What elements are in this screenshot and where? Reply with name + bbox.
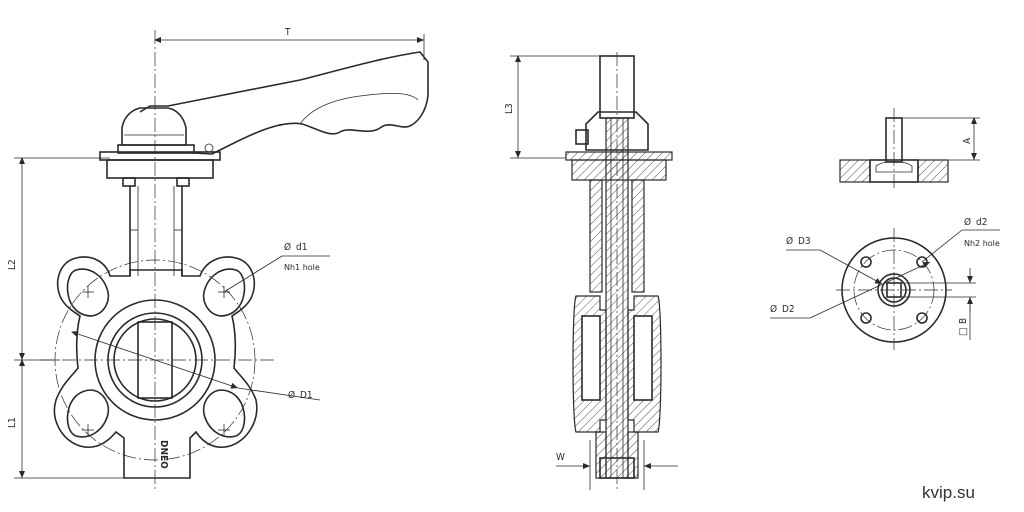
bolt-left xyxy=(122,177,136,187)
flange-section-right xyxy=(917,159,949,183)
leader-d3 xyxy=(819,249,883,285)
d2-symbol: Ø xyxy=(964,216,971,228)
side-view: L3 W xyxy=(504,52,678,490)
top-plate-body xyxy=(106,159,214,179)
flange-section-left xyxy=(839,159,871,183)
seat-right xyxy=(633,315,653,401)
gear-plate xyxy=(117,144,195,154)
label-D3: D3 xyxy=(798,236,811,247)
lug-hole-bl xyxy=(66,389,110,438)
lever-edge xyxy=(299,92,419,125)
label-D1: D1 xyxy=(300,390,313,401)
watermark: kvip.su xyxy=(922,483,975,502)
lever-handle xyxy=(139,51,429,155)
label-w: W xyxy=(556,452,565,463)
leader-d1 xyxy=(223,255,283,293)
label-l2: L2 xyxy=(7,259,18,270)
lug-hole-br xyxy=(202,389,246,438)
bottom-plug xyxy=(599,457,635,479)
handle-head xyxy=(121,107,187,146)
label-t: T xyxy=(284,27,291,38)
stem xyxy=(605,117,629,479)
bottom-wall-right xyxy=(627,431,639,479)
seat-left xyxy=(581,315,601,401)
flange-boss xyxy=(875,161,913,173)
valve-body xyxy=(53,256,258,479)
label-a: A xyxy=(962,137,973,144)
front-view: DNEO T L2 L1 Ø d1 Nh1 hole Ø D1 xyxy=(7,27,429,490)
flange-shaft xyxy=(885,117,903,163)
flange-top-detail: Ø D3 Ø D2 Ø d2 Nh2 hole □ B xyxy=(770,216,1000,350)
D2-symbol: Ø xyxy=(770,303,777,315)
bottom-wall-left xyxy=(595,431,607,479)
lug-hole-tr xyxy=(202,268,246,317)
label-d2: d2 xyxy=(976,217,987,228)
label-b: B xyxy=(958,318,969,324)
flange-center xyxy=(869,159,919,183)
brand-label: DNEO xyxy=(158,440,169,469)
leader-d2-small xyxy=(921,229,963,263)
label-D2: D2 xyxy=(782,304,795,315)
label-n2: Nh2 hole xyxy=(964,239,1000,248)
bolt-right xyxy=(176,177,190,187)
d1-symbol: Ø xyxy=(284,241,291,253)
flange-boss-inner xyxy=(881,277,907,303)
label-l1: L1 xyxy=(7,417,18,428)
lock-pin xyxy=(204,143,214,153)
flange-square xyxy=(886,282,902,298)
lug-hole-tl xyxy=(66,268,110,317)
D3-symbol: Ø xyxy=(786,235,793,247)
flange-side-detail: A xyxy=(839,108,980,190)
neck-wall-left xyxy=(589,179,603,293)
shaft-head xyxy=(585,111,649,151)
dim-d1 xyxy=(71,331,239,389)
flange-outline xyxy=(841,237,947,343)
leader-d1-big xyxy=(237,387,321,401)
label-n1: Nh1 hole xyxy=(284,263,320,272)
neck-wall-right xyxy=(631,179,645,293)
B-symbol: □ xyxy=(958,327,969,336)
label-l3: L3 xyxy=(504,103,515,114)
lug-holes xyxy=(66,268,246,438)
label-d1: d1 xyxy=(296,242,307,253)
flange-boss-circle xyxy=(877,273,911,307)
flange-bolt-circle xyxy=(853,249,935,331)
D1-symbol: Ø xyxy=(288,389,295,401)
dim-d2 xyxy=(809,261,931,319)
side-pin xyxy=(575,129,589,145)
